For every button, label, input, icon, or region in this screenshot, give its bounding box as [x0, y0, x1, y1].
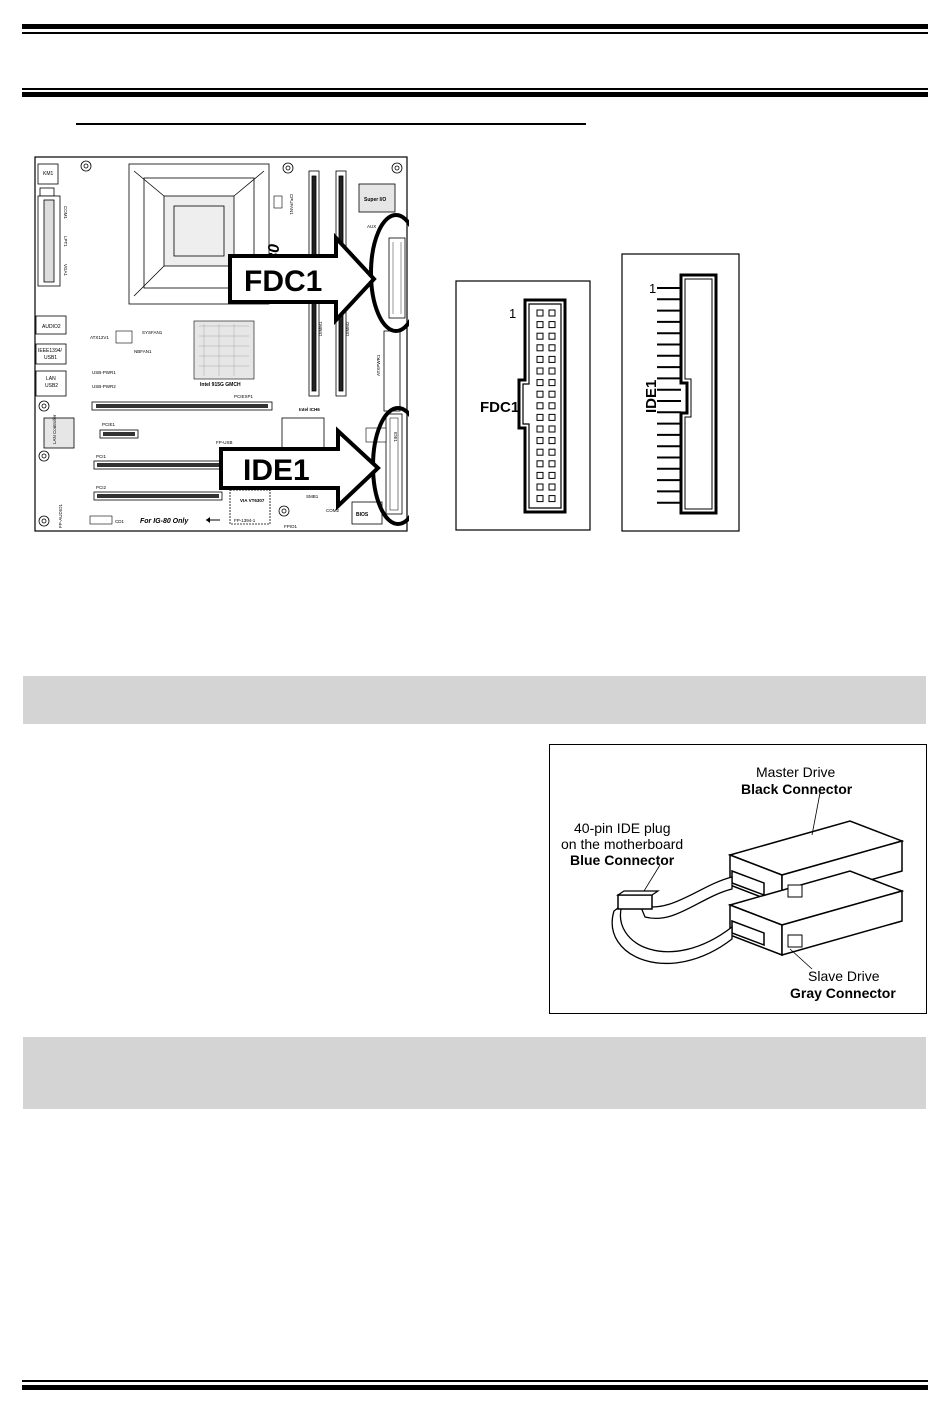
fdc-pin	[548, 390, 556, 398]
motherboard-diagram: KM1 COM1 LPT1 VGA1 AUDIO2 IEEE1394/ USB1…	[34, 156, 409, 532]
label-lan: LAN	[46, 376, 56, 382]
top-rule-thin	[22, 32, 928, 34]
label-fpusb: FP-USB	[216, 440, 233, 445]
label-com2: COM2	[326, 508, 339, 513]
ide-pin1-label: 1	[649, 281, 656, 296]
label-atxpwr: ATXPWR1	[376, 354, 381, 376]
fdc-pin	[548, 344, 556, 352]
fdc-pin	[536, 448, 544, 456]
fdc-pin	[536, 460, 544, 468]
fdc-pin	[536, 332, 544, 340]
fdc-pin	[548, 413, 556, 421]
note-box-2	[23, 1037, 926, 1109]
fdc-pin	[536, 344, 544, 352]
label-atx12v: ATX12V1	[90, 335, 109, 340]
fdc-pin	[548, 332, 556, 340]
fdc-pin	[536, 321, 544, 329]
label-com: COM1	[63, 206, 68, 219]
label-ig80-only: For IG-80 Only	[140, 518, 189, 525]
slave-drive-label: Slave Drive	[808, 968, 880, 984]
fdc-pin	[548, 483, 556, 491]
fdc-callout-label: FDC1	[244, 265, 322, 298]
fdc-pin	[548, 367, 556, 375]
label-usb2: USB2	[45, 383, 58, 389]
fdc-pin	[536, 495, 544, 503]
fdc-diagram-label: FDC1	[480, 399, 519, 416]
fdc-pin	[536, 413, 544, 421]
label-ich: Intel ICH6	[299, 407, 320, 412]
label-lancontroller: LAN Controller	[52, 414, 57, 444]
fdc-pin	[536, 355, 544, 363]
label-usbpwr1: USB-PWR1	[92, 370, 116, 375]
label-sysfan: SYSFAN1	[142, 330, 163, 335]
bottom-rule-thick	[22, 1385, 928, 1390]
fdc-pin-diagram: 1 FDC1	[455, 280, 591, 531]
fdc-pin	[548, 460, 556, 468]
fdc-pin1-label: 1	[509, 306, 516, 321]
label-audio: AUDIO2	[42, 324, 61, 330]
slave-connector-label: Gray Connector	[790, 985, 896, 1001]
fdc-pin	[536, 309, 544, 317]
top-rule-thick	[22, 24, 928, 29]
bottom-rule-thin	[22, 1380, 928, 1382]
fdc-pin	[548, 309, 556, 317]
master-connector-label: Black Connector	[741, 781, 853, 797]
label-dimm1: DIMM1	[318, 321, 323, 336]
label-lpt: LPT1	[63, 236, 68, 247]
ide-diagram-label: IDE1	[643, 380, 660, 413]
ide-cable-figure: Master Drive Black Connector 40-pin IDE …	[549, 744, 927, 1014]
fdc-pin	[548, 437, 556, 445]
label-usbpwr2: USB-PWR2	[92, 384, 116, 389]
label-bios: BIOS	[356, 512, 369, 518]
master-drive-label: Master Drive	[756, 764, 836, 780]
label-fp1394: FP-1394-1	[234, 518, 256, 523]
ide-pin-diagram: 1 IDE1	[621, 253, 740, 532]
fdc-pin	[548, 425, 556, 433]
label-dimm2: DIMM2	[345, 321, 350, 336]
plug-label-line3: Blue Connector	[570, 852, 675, 868]
fdc-pin	[548, 495, 556, 503]
label-fpio: FPIO1	[284, 524, 298, 529]
label-fpaudio: FP-AUDIO1	[58, 503, 63, 528]
fdc-pin	[536, 471, 544, 479]
fdc-pin	[536, 367, 544, 375]
label-superio: Super I/O	[364, 197, 386, 203]
label-usb1: USB1	[44, 355, 57, 361]
label-nbfan: NBFAN1	[134, 349, 152, 354]
fdc-pin	[536, 379, 544, 387]
label-smb: SMB1	[306, 494, 319, 499]
fdc-pin	[536, 425, 544, 433]
label-pci2: PCI2	[96, 485, 107, 490]
fdc-pin	[548, 321, 556, 329]
label-km: KM1	[43, 171, 54, 177]
fdc-pin	[548, 379, 556, 387]
fdc-pin	[536, 437, 544, 445]
ide-callout-label: IDE1	[243, 454, 310, 487]
fdc-pin	[548, 448, 556, 456]
label-pciexp1: PCIEXP1	[234, 394, 254, 399]
label-aux: AUX	[367, 224, 376, 229]
ide-cable-drawing	[611, 792, 905, 970]
fdc-pin	[536, 483, 544, 491]
note-box-1	[23, 676, 926, 724]
label-via: VIA VT6307	[240, 498, 265, 503]
heading-underline	[76, 123, 586, 125]
label-cpufan: CPUFAN1	[289, 194, 294, 215]
fdc-pin	[548, 355, 556, 363]
section-rule-thin	[22, 88, 928, 90]
label-pci1: PCI1	[96, 454, 107, 459]
label-pcie1: PCIE1	[102, 422, 116, 427]
fdc-pin	[548, 402, 556, 410]
label-ieee: IEEE1394/	[38, 348, 63, 354]
section-rule-thick	[22, 92, 928, 97]
label-vga: VGA1	[63, 264, 68, 277]
plug-label-line1: 40-pin IDE plug	[574, 820, 671, 836]
fdc-pin	[548, 471, 556, 479]
fdc-pin	[536, 402, 544, 410]
label-ide-small: IDE1	[393, 432, 398, 443]
plug-label-line2: on the motherboard	[561, 836, 684, 852]
fdc-pin	[536, 390, 544, 398]
label-cd: CD1	[115, 519, 124, 524]
label-gmch: Intel 915G GMCH	[200, 382, 241, 388]
